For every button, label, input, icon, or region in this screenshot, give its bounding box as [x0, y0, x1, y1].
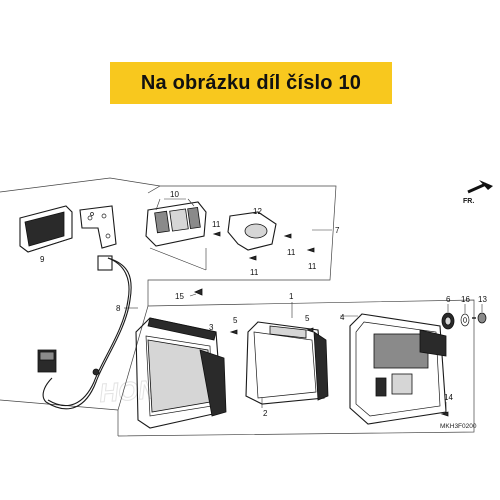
part-10-switch-unit: [145, 201, 207, 247]
part-3-front-frame: [135, 317, 227, 429]
screw-14: [440, 411, 449, 417]
callout-11-d: 11: [308, 262, 317, 271]
part-13-bolt: [472, 312, 487, 324]
callout-16: 16: [461, 295, 470, 304]
callout-4: 4: [340, 313, 345, 322]
part-4-rear-housing: [349, 313, 447, 425]
front-direction-arrow-icon: [467, 180, 493, 194]
callout-11-a: 11: [212, 220, 221, 229]
mounting-bracket: [79, 205, 117, 249]
part-8-wire-harness: [37, 255, 132, 410]
callout-2: 2: [263, 409, 268, 418]
callout-10: 10: [170, 190, 179, 199]
callout-7: 7: [335, 226, 340, 235]
screw-11-c: [283, 233, 292, 239]
assembly-frame-upper: [147, 185, 337, 306]
callout-1: 1: [289, 292, 294, 301]
screw-11-b: [248, 255, 257, 261]
part-2-display-unit: [245, 321, 329, 405]
part-9-cover: [19, 205, 73, 253]
direction-label: FR.: [463, 198, 474, 205]
part-16-washer: [460, 313, 470, 327]
callout-11-c: 11: [287, 248, 296, 257]
callout-9: 9: [40, 255, 45, 264]
assembly-frame-main: [117, 299, 475, 437]
callout-15: 15: [175, 292, 184, 301]
callout-12: 12: [253, 207, 262, 216]
part-number-banner: Na obrázku díl číslo 10: [110, 62, 392, 104]
screw-11-d: [306, 247, 315, 253]
callout-11-b: 11: [250, 268, 259, 277]
screw-11-a: [212, 231, 221, 237]
callout-13: 13: [478, 295, 487, 304]
callout-5-a: 5: [233, 316, 238, 325]
callout-6: 6: [446, 295, 451, 304]
assembly-frame-left: [0, 177, 161, 193]
callout-3: 3: [209, 323, 214, 332]
diagram-code: MKH3F0200: [440, 423, 477, 430]
callout-5-b: 5: [305, 314, 310, 323]
screw-15: [193, 288, 203, 296]
screw-5-b: [305, 327, 314, 333]
callout-14: 14: [444, 393, 453, 402]
part-12-bezel: [227, 211, 277, 251]
screw-5-a: [229, 329, 238, 335]
part-6-grommet: [441, 312, 455, 330]
callout-8: 8: [116, 304, 121, 313]
